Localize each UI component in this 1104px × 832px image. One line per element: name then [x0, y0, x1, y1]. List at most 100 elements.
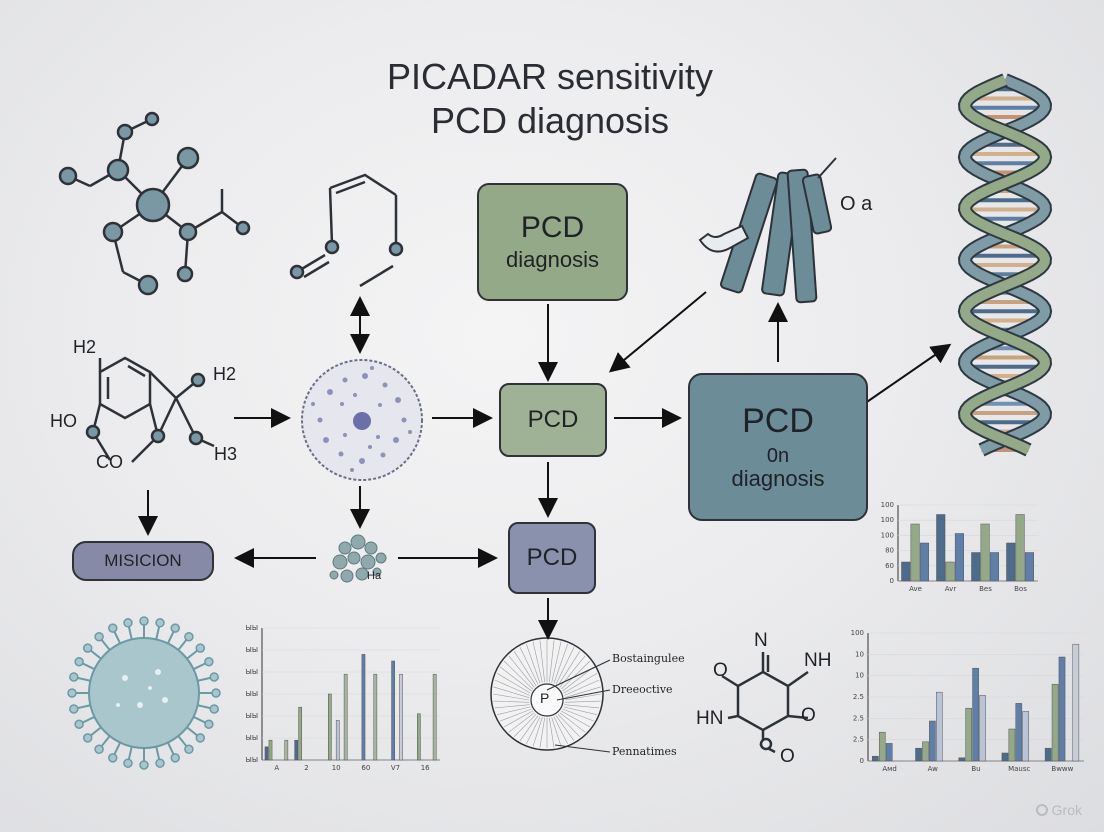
bar [391, 660, 395, 761]
x-tick-label: Bos [1014, 585, 1027, 593]
bar [965, 707, 972, 762]
bar [328, 693, 332, 761]
bar [284, 739, 289, 761]
box-middle-label: PCD [527, 405, 579, 433]
x-tick-label: A [274, 764, 279, 772]
bar [936, 691, 943, 762]
bar [980, 523, 990, 582]
label-co: CO [96, 452, 123, 472]
y-tick-label: ЫЫ [246, 690, 258, 698]
bar [979, 695, 986, 762]
chain-molecule-icon [289, 173, 404, 288]
x-tick-label: 16 [421, 764, 430, 772]
bar [1008, 728, 1016, 762]
pcd-diagnosis-box-top: PCD diagnosis [477, 183, 628, 301]
circle-label-3: Pennatimes [612, 745, 677, 758]
bar [343, 673, 348, 761]
label-ho: HO [50, 411, 77, 431]
bar [1015, 703, 1023, 762]
box-right-line3: diagnosis [731, 465, 825, 491]
circle-label-1: Bostaingulee [612, 652, 685, 665]
bar [417, 713, 421, 761]
box-lower-label: PCD [526, 543, 578, 571]
label-nh: NH [804, 650, 832, 671]
pcd-box-right: PCD 0n diagnosis [688, 373, 868, 521]
circle-label-2: Dreeoctive [612, 683, 673, 696]
x-tick-label: Aмd [882, 765, 897, 773]
y-tick-label: 80 [885, 547, 894, 555]
cluster-icon [329, 534, 387, 583]
label-ha: Ha [367, 570, 382, 582]
box-top-line2: diagnosis [506, 247, 599, 273]
bar [872, 755, 879, 762]
y-tick-label: 0 [860, 757, 864, 765]
bar [294, 739, 299, 761]
bar [919, 542, 929, 582]
box-top-line1: PCD [520, 211, 585, 245]
label-hn: HN [696, 708, 724, 729]
y-tick-label: ЫЫ [246, 646, 258, 654]
box-right-line2: 0n [766, 444, 790, 467]
y-tick-label: 10 [855, 650, 864, 658]
circular-diagram-icon [490, 637, 611, 753]
bar [972, 667, 979, 762]
y-tick-label: 2.5 [853, 736, 864, 744]
bar [929, 720, 936, 762]
bar [958, 757, 966, 762]
bar [989, 552, 999, 582]
x-tick-label: Aw [928, 765, 939, 773]
bar [361, 654, 366, 761]
y-tick-label: 100 [881, 501, 894, 509]
misicion-box: MISICION [72, 541, 214, 581]
y-tick-label: 100 [881, 516, 894, 524]
bar [399, 673, 403, 761]
bar [1001, 752, 1009, 762]
y-tick-label: 0 [890, 577, 894, 585]
dna-helix-icon [957, 73, 1053, 457]
label-o-bottom: O [780, 746, 795, 767]
y-tick-label: ЫЫ [246, 668, 258, 676]
bar [901, 561, 911, 582]
arrow-tube-to-middle [608, 291, 707, 373]
bar [1022, 711, 1030, 762]
x-tick-label: V7 [391, 764, 400, 772]
bar [1051, 683, 1059, 762]
tube-instrument-icon [698, 157, 837, 304]
label-oa: O a [840, 193, 873, 215]
label-o-left: O [713, 660, 728, 681]
bar [1006, 542, 1016, 582]
y-tick-label: 10 [855, 672, 864, 680]
diketopiperazine-icon [721, 652, 809, 754]
bar [1058, 656, 1066, 762]
y-tick-label: 100 [851, 629, 864, 637]
x-tick-label: Bu [971, 765, 980, 773]
title-line-2: PCD diagnosis [430, 100, 670, 141]
bar [1072, 643, 1080, 762]
bar [1024, 552, 1034, 582]
pcd-box-lower: PCD [508, 522, 596, 594]
y-tick-label: 100 [881, 531, 894, 539]
title-line-1: PICADAR sensitivity [386, 56, 714, 97]
y-tick-label: ЫЫ [246, 624, 258, 632]
x-tick-label: Ave [909, 585, 922, 593]
bar [1015, 514, 1025, 582]
y-tick-label: ЫЫ [246, 734, 258, 742]
pcd-box-middle: PCD [499, 383, 607, 457]
y-tick-label: 60 [885, 562, 894, 570]
bar [954, 533, 964, 582]
label-n: N [754, 630, 768, 651]
x-tick-label: Bes [979, 585, 992, 593]
label-h3: H3 [214, 444, 238, 464]
bar [373, 673, 378, 761]
watermark-text: Grok [1051, 802, 1082, 818]
bar [432, 673, 437, 761]
x-tick-label: Avr [945, 585, 957, 593]
bar [915, 747, 922, 762]
y-tick-label: 2.5 [853, 714, 864, 722]
x-tick-label: 60 [361, 764, 370, 772]
